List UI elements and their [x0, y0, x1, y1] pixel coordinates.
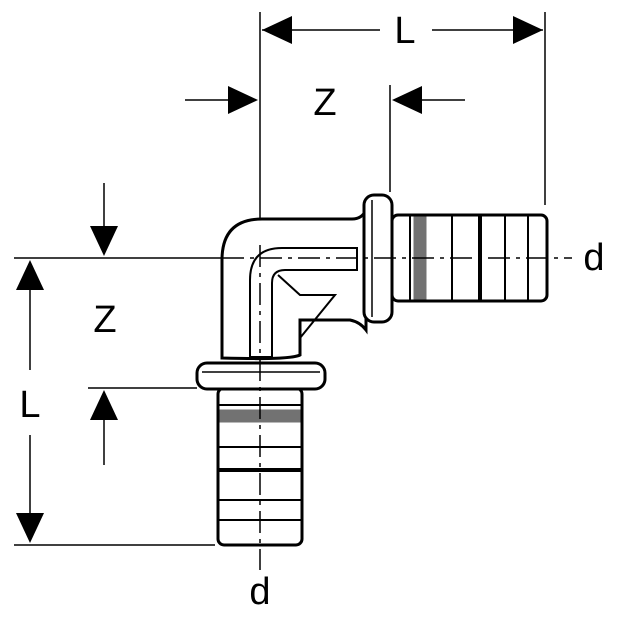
- arrow-up-icon: [90, 390, 118, 420]
- dimension-label-length-left: L: [19, 384, 41, 426]
- arrow-right-icon: [228, 86, 258, 114]
- arrow-left-icon: [262, 16, 292, 44]
- arrow-down-icon: [16, 513, 44, 543]
- dimension-label-z-left: Z: [93, 299, 117, 341]
- arrow-right-icon: [513, 16, 543, 44]
- arrow-left-icon: [392, 86, 422, 114]
- centerlines: [222, 245, 572, 570]
- arrow-down-icon: [90, 226, 118, 256]
- dimension-label-z-top: Z: [313, 82, 337, 124]
- dimension-label-length-top: L: [394, 10, 416, 52]
- arrow-up-icon: [16, 260, 44, 290]
- elbow-fitting: [195, 193, 549, 547]
- dimension-label-diameter-bottom: d: [249, 571, 271, 613]
- dimension-arrows: [16, 16, 543, 543]
- dimension-label-diameter-right: d: [583, 237, 605, 279]
